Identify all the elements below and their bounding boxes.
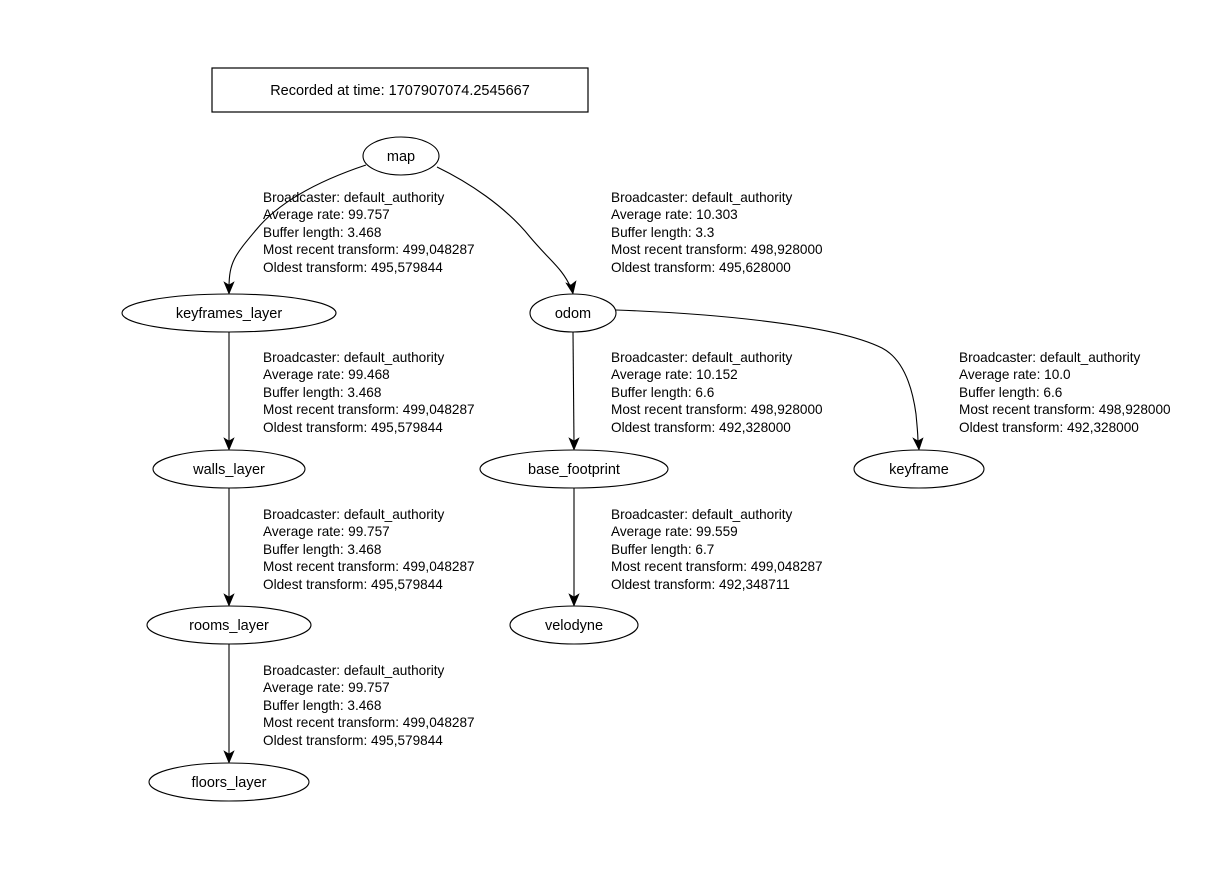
edge-label-line: Most recent transform: 499,048287 (611, 559, 823, 575)
node-label-walls_layer: walls_layer (192, 462, 265, 478)
recorded-time-box: Recorded at time: 1707907074.2545667 (211, 67, 589, 113)
edge-label-line: Most recent transform: 498,928000 (611, 242, 823, 258)
edge-label-line: Broadcaster: default_authority (959, 350, 1141, 365)
edge-label-line: Buffer length: 3.468 (263, 541, 382, 557)
node-label-floors_layer: floors_layer (192, 775, 267, 791)
edge-label-line: Broadcaster: default_authority (263, 663, 445, 678)
edge-label-line: Oldest transform: 495,628000 (611, 259, 791, 275)
edge-label-line: Oldest transform: 492,328000 (959, 419, 1139, 435)
node-keyframes_layer[interactable] (121, 293, 337, 333)
edge-label-line: Average rate: 10.152 (611, 367, 738, 383)
edge-label-line: Oldest transform: 492,348711 (611, 576, 790, 592)
edge-label-line: Average rate: 99.757 (263, 207, 390, 223)
edge-label-line: Oldest transform: 495,579844 (263, 732, 443, 748)
nodes-layer: map keyframes_layer odom walls_layer base_fo… (121, 136, 985, 802)
node-keyframe[interactable] (853, 449, 985, 489)
edge-label-line: Average rate: 10.0 (959, 367, 1071, 383)
edge-label-line: Buffer length: 3.3 (611, 224, 715, 240)
edge-odom-base_footprint (572, 331, 575, 445)
arrow-icon-base_footprint-velodyne (568, 593, 580, 607)
node-label-keyframes_layer: keyframes_layer (176, 306, 283, 322)
edge-map-odom (436, 166, 572, 289)
arrow-icon-map-keyframes_layer (223, 281, 235, 295)
arrow-icon-walls_layer-rooms_layer (223, 593, 235, 607)
edge-label-line: Average rate: 10.303 (611, 207, 738, 223)
arrow-icon-keyframes_layer-walls_layer (223, 437, 235, 451)
arrow-icon-odom-base_footprint (568, 437, 580, 451)
edge-label-line: Average rate: 99.468 (263, 367, 390, 383)
edge-label-line: Broadcaster: default_authority (263, 350, 445, 365)
edge-label-line: Oldest transform: 495,579844 (263, 259, 443, 275)
edge-label-line: Broadcaster: default_authority (263, 507, 445, 522)
edge-label-line: Buffer length: 3.468 (263, 224, 382, 240)
node-label-odom: odom (555, 306, 591, 322)
edge-label-line: Most recent transform: 498,928000 (611, 402, 823, 418)
arrow-icon-rooms_layer-floors_layer (223, 750, 235, 764)
node-label-rooms_layer: rooms_layer (189, 618, 269, 634)
edge-label-line: Average rate: 99.559 (611, 524, 738, 540)
edge-odom-keyframe (615, 309, 919, 444)
node-odom[interactable] (529, 293, 617, 333)
node-walls_layer[interactable] (152, 449, 306, 489)
arrow-icon-odom-keyframe (912, 437, 924, 451)
recorded-time-label: Recorded at time: 1707907074.2545667 (270, 83, 530, 99)
edge-label-line: Most recent transform: 498,928000 (959, 402, 1171, 418)
edge-label-line: Buffer length: 6.6 (611, 384, 715, 400)
recorded-time-frame (211, 67, 589, 113)
edge-label-line: Broadcaster: default_authority (263, 190, 445, 205)
node-map[interactable] (362, 136, 440, 176)
edge-label-line: Buffer length: 3.468 (263, 384, 382, 400)
node-velodyne[interactable] (509, 605, 639, 645)
edges-layer (223, 164, 924, 764)
node-rooms_layer[interactable] (146, 605, 312, 645)
node-label-base_footprint: base_footprint (528, 462, 620, 478)
node-label-keyframe: keyframe (889, 462, 949, 478)
node-floors_layer[interactable] (148, 762, 310, 802)
edge-label-line: Broadcaster: default_authority (611, 507, 793, 522)
node-label-velodyne: velodyne (545, 618, 603, 634)
node-label-map: map (387, 149, 415, 165)
edge-label-line: Oldest transform: 492,328000 (611, 419, 791, 435)
edge-label-line: Average rate: 99.757 (263, 680, 390, 696)
node-base_footprint[interactable] (479, 449, 669, 489)
arrow-icon-map-odom (565, 280, 577, 295)
edge-label-line: Most recent transform: 499,048287 (263, 559, 475, 575)
edge-label-line: Buffer length: 3.468 (263, 697, 382, 713)
edge-label-line: Oldest transform: 495,579844 (263, 419, 443, 435)
edge-label-line: Broadcaster: default_authority (611, 190, 793, 205)
edge-label-line: Most recent transform: 499,048287 (263, 402, 475, 418)
edge-label-line: Broadcaster: default_authority (611, 350, 793, 365)
edge-map-keyframes_layer (228, 164, 367, 289)
edge-label-line: Average rate: 99.757 (263, 524, 390, 540)
edge-label-line: Buffer length: 6.7 (611, 541, 715, 557)
edge-label-line: Oldest transform: 495,579844 (263, 576, 443, 592)
edge-label-line: Buffer length: 6.6 (959, 384, 1063, 400)
edge-label-line: Most recent transform: 499,048287 (263, 715, 475, 731)
edge-label-line: Most recent transform: 499,048287 (263, 242, 475, 258)
